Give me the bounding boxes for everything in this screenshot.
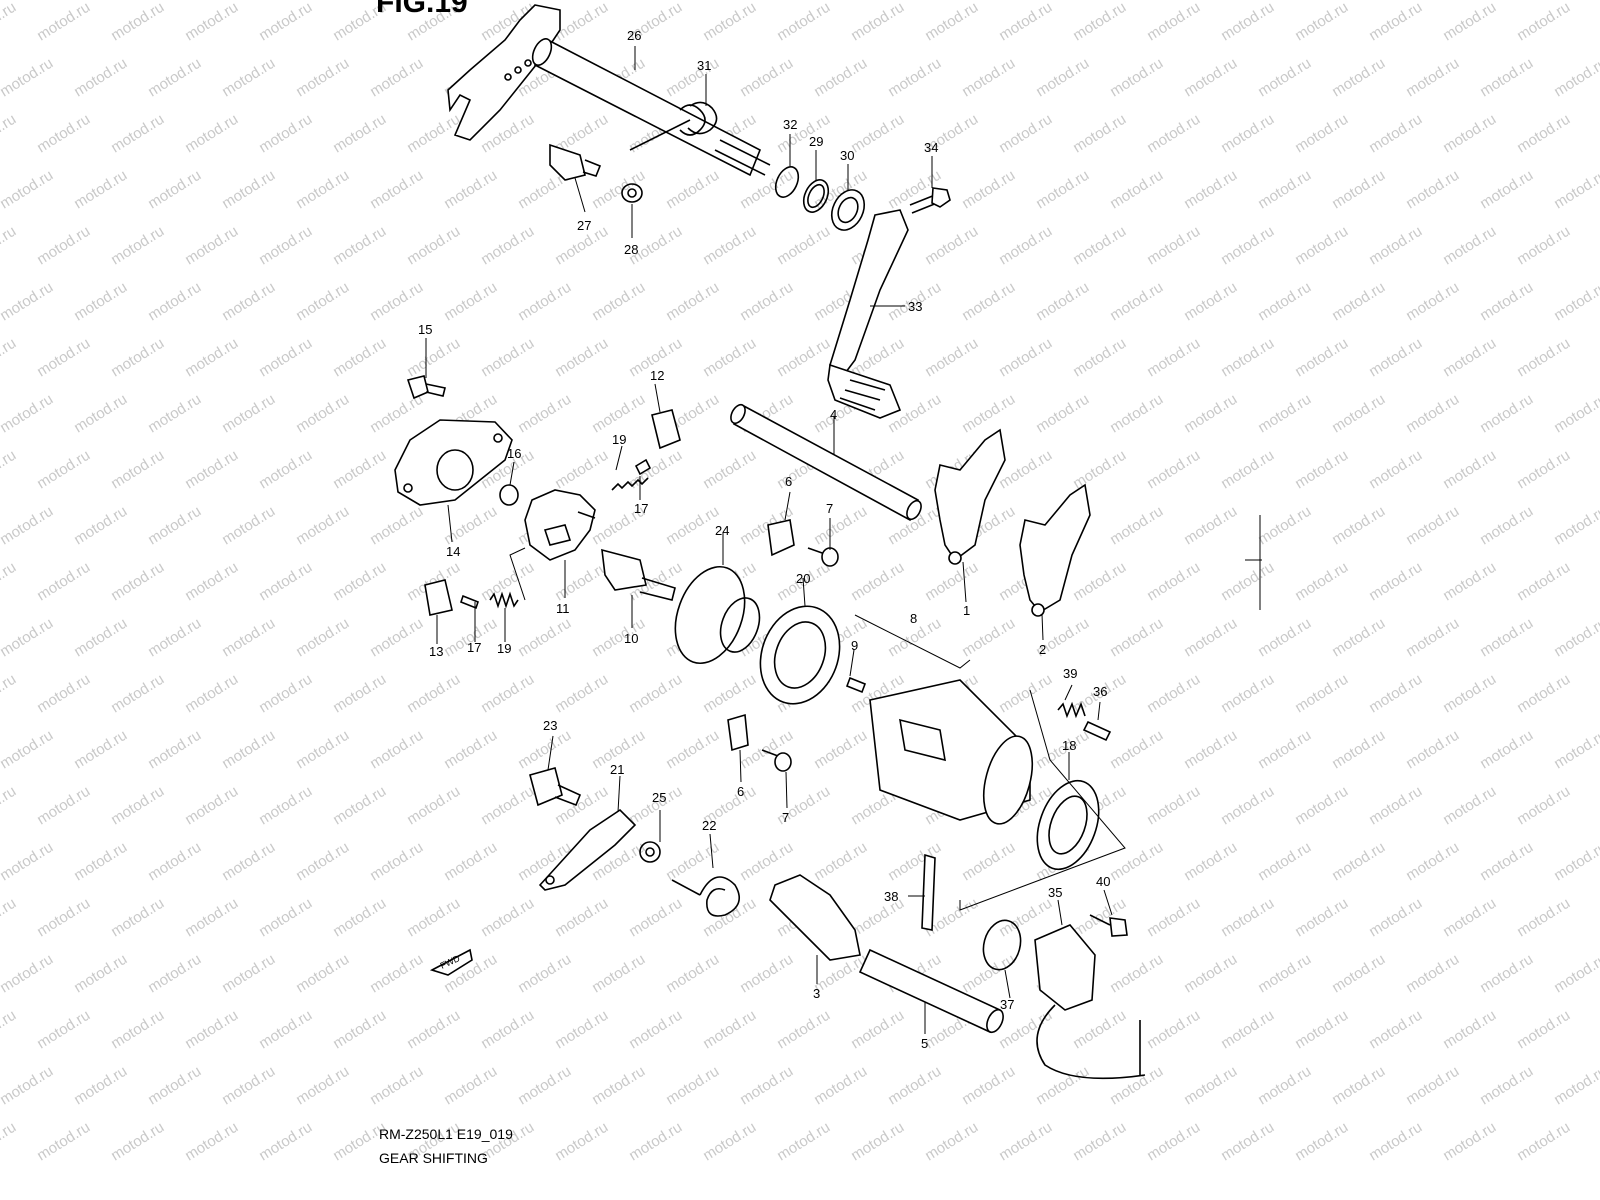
callout-33: 33 (908, 299, 922, 314)
part-32-circlip[interactable] (771, 163, 803, 200)
callout-1: 1 (963, 603, 970, 618)
callout-30: 30 (840, 148, 854, 163)
callout-28: 28 (624, 242, 638, 257)
part-30-oil-seal[interactable] (826, 185, 871, 236)
callout-5: 5 (921, 1036, 928, 1051)
callout-11: 11 (556, 601, 570, 616)
callout-26: 26 (627, 28, 641, 43)
callout-19b: 19 (497, 641, 511, 656)
part-11-gearshift-cam-driven-gear[interactable] (524, 489, 596, 561)
part-3-gearshift-fork[interactable] (769, 874, 861, 961)
part-1-gearshift-fork[interactable] (934, 428, 1006, 565)
callout-24: 24 (715, 523, 729, 538)
part-6-stopper-lower[interactable] (727, 713, 749, 752)
part-12-pawl[interactable] (651, 409, 681, 450)
callout-40: 40 (1096, 874, 1110, 889)
callout-25: 25 (652, 790, 666, 805)
part-25-washer[interactable] (639, 841, 661, 863)
callout-7: 7 (826, 501, 833, 516)
callout-2: 2 (1039, 642, 1046, 657)
part-31-return-spring[interactable] (629, 101, 718, 151)
callout-6: 6 (785, 474, 792, 489)
part-23-bolt[interactable] (529, 767, 582, 807)
part-16-bushing[interactable] (499, 484, 519, 506)
callout-34: 34 (924, 140, 938, 155)
callout-4: 4 (830, 407, 837, 422)
callout-17b: 17 (467, 640, 481, 655)
part-18-bearing[interactable] (1026, 772, 1110, 878)
callout-10: 10 (624, 631, 638, 646)
callout-8: 8 (910, 611, 917, 626)
part-28-washer[interactable] (621, 183, 643, 203)
alignment-lines (509, 515, 1262, 911)
callout-13: 13 (429, 644, 443, 659)
part-29-washer[interactable] (799, 176, 833, 216)
part-7-screw-upper[interactable] (807, 547, 839, 567)
part-36-stopper-pin[interactable] (1082, 720, 1112, 742)
diagram-title: GEAR SHIFTING (379, 1150, 488, 1166)
callout-7b: 7 (782, 810, 789, 825)
part-22-spring[interactable] (671, 876, 741, 917)
part-8-gearshift-cam[interactable] (869, 679, 1041, 829)
callout-35: 35 (1048, 885, 1062, 900)
callout-32: 32 (783, 117, 797, 132)
callout-22: 22 (702, 818, 716, 833)
callout-29: 29 (809, 134, 823, 149)
part-17-pin-upper[interactable] (634, 458, 652, 476)
part-38-clamp[interactable] (921, 853, 936, 931)
part-5-fork-shaft[interactable] (858, 948, 1006, 1035)
part-6-stopper-upper[interactable] (767, 519, 795, 557)
callout-16: 16 (507, 446, 521, 461)
callout-31: 31 (697, 58, 711, 73)
callout-19: 19 (612, 432, 626, 447)
callout-37: 37 (1000, 997, 1014, 1012)
part-17-pin-lower[interactable] (460, 594, 479, 610)
part-24-gearshift-cam[interactable] (663, 557, 767, 673)
part-15-screw[interactable] (406, 375, 446, 400)
part-35-gear-position-switch[interactable] (1034, 924, 1146, 1080)
callout-3: 3 (813, 986, 820, 1001)
part-4-fork-shaft[interactable] (728, 402, 924, 522)
figure-title: FIG.19 (376, 0, 468, 19)
part-33-gearshift-lever[interactable] (827, 209, 909, 419)
part-9-pin[interactable] (845, 676, 867, 694)
part-13-pawl[interactable] (424, 579, 453, 616)
callout-21: 21 (610, 762, 624, 777)
leader-lines (425, 46, 1113, 1034)
callout-20: 20 (796, 571, 810, 586)
part-21-arm[interactable] (538, 808, 637, 891)
callout-39: 39 (1063, 666, 1077, 681)
callout-9: 9 (851, 638, 858, 653)
callout-36: 36 (1093, 684, 1107, 699)
callout-38: 38 (884, 889, 898, 904)
part-34-bolt[interactable] (909, 187, 951, 214)
part-39-spring[interactable] (1057, 701, 1086, 719)
callout-18: 18 (1062, 738, 1076, 753)
callouts: 26 31 32 29 30 34 27 28 33 15 12 4 19 16… (418, 28, 1110, 1051)
part-37-o-ring[interactable] (978, 916, 1026, 974)
part-10-cam-guide-bolt[interactable] (601, 548, 676, 601)
part-14-stopper-plate[interactable] (394, 419, 513, 506)
part-19-spring-upper[interactable] (611, 477, 649, 491)
callout-14: 14 (446, 544, 460, 559)
callout-17: 17 (634, 501, 648, 516)
part-7-screw-lower[interactable] (761, 749, 792, 772)
part-2-gearshift-fork[interactable] (1019, 483, 1091, 617)
callout-15: 15 (418, 322, 432, 337)
part-27-pin-bolt[interactable] (549, 143, 602, 181)
callout-6b: 6 (737, 784, 744, 799)
part-26-gearshift-shaft[interactable] (447, 4, 771, 177)
callout-23: 23 (543, 718, 557, 733)
diagram-code: RM-Z250L1 E19_019 (379, 1126, 513, 1142)
fwd-arrow-icon: FWD (429, 948, 473, 976)
callout-27: 27 (577, 218, 591, 233)
part-40-bolt[interactable] (1089, 914, 1128, 937)
callout-12: 12 (650, 368, 664, 383)
part-20-bearing[interactable] (747, 595, 853, 715)
part-19-spring-lower[interactable] (489, 591, 519, 609)
